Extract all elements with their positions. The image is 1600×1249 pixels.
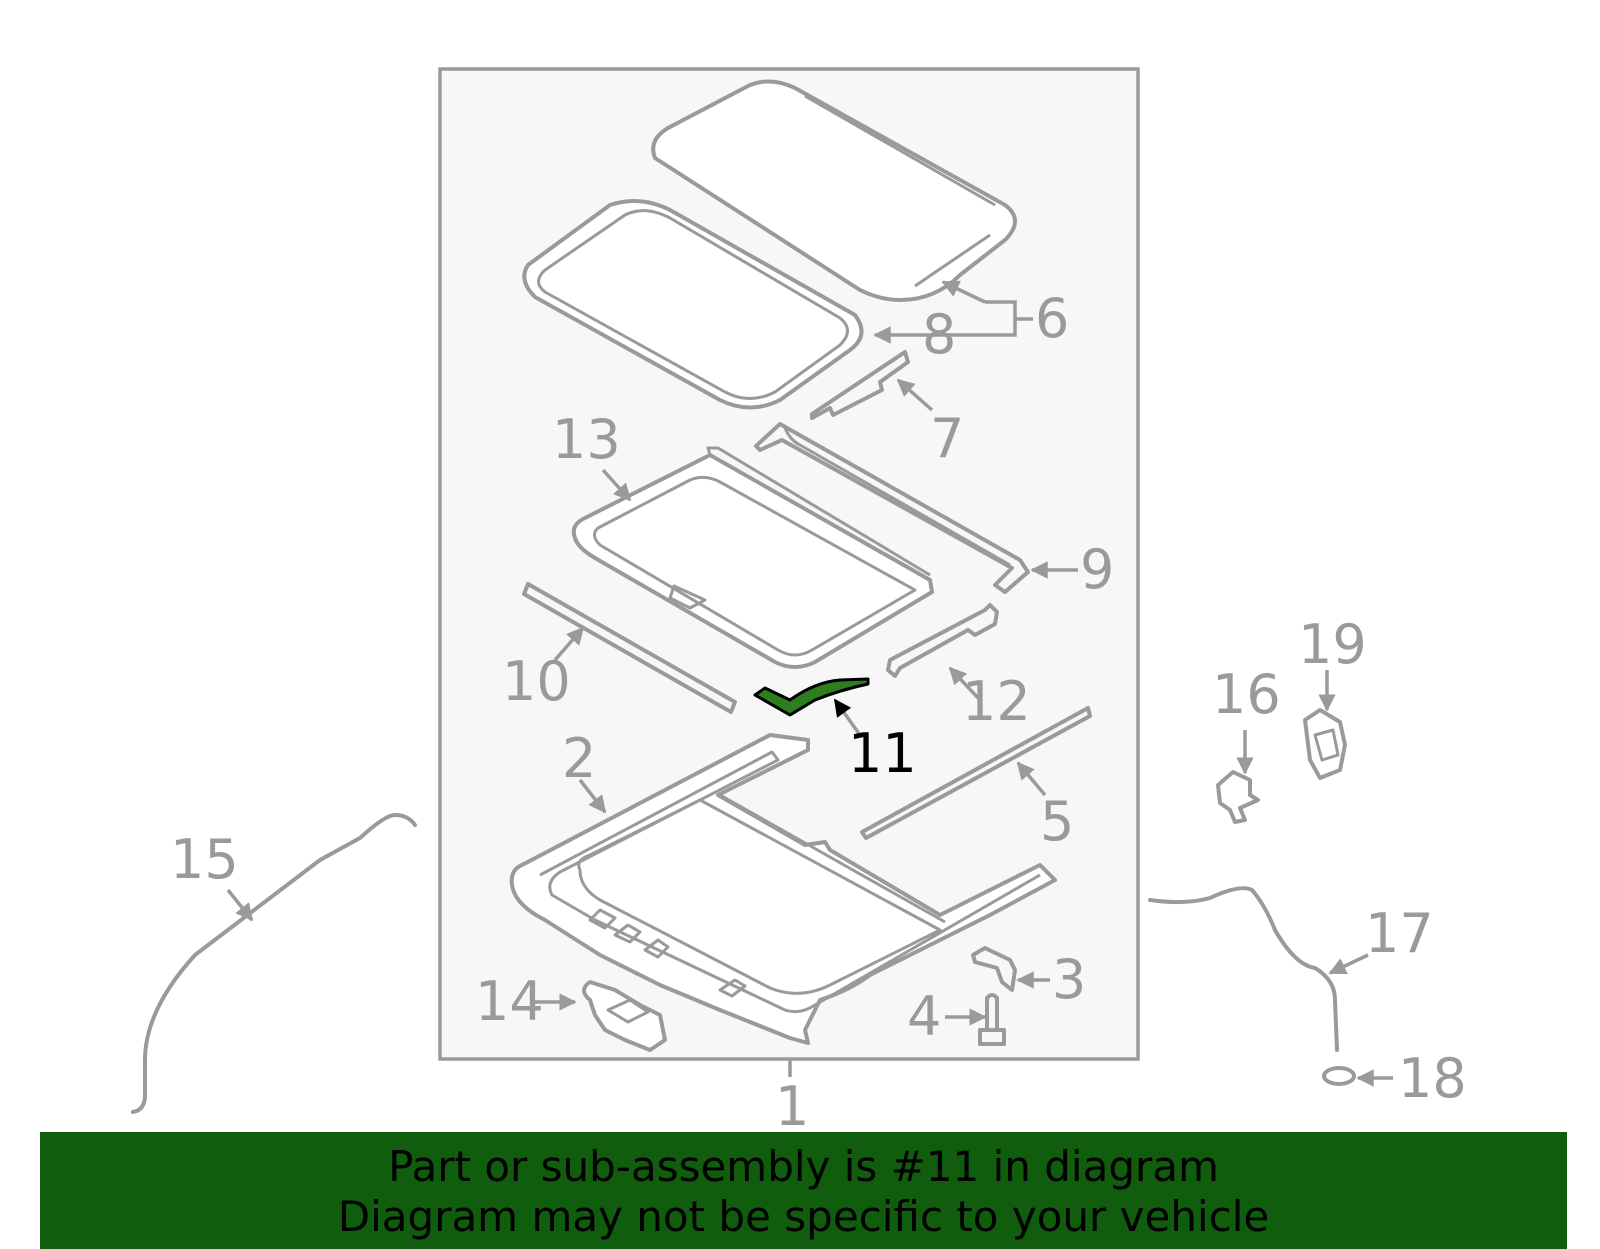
part-15-drain-hose[interactable] (131, 813, 417, 1114)
part-14-actuator[interactable] (582, 980, 667, 1052)
label-1: 1 (775, 1075, 809, 1138)
banner-line-1: Part or sub-assembly is #11 in diagram (388, 1142, 1219, 1191)
label-8: 8 (922, 303, 956, 366)
label-12: 12 (962, 670, 1031, 733)
part-18-grommet[interactable] (1322, 1066, 1356, 1086)
part-12-bracket[interactable] (886, 603, 999, 678)
label-6: 6 (1035, 287, 1069, 350)
part-4-bolt[interactable] (978, 993, 1006, 1046)
label-19: 19 (1298, 613, 1367, 676)
part-2-frame[interactable] (509, 733, 1057, 1045)
label-2: 2 (562, 727, 596, 790)
label-13: 13 (552, 408, 621, 471)
label-7: 7 (930, 407, 964, 470)
part-17-drain-hose[interactable] (1148, 886, 1339, 1052)
leader-lines (226, 280, 1393, 1087)
part-5-strip[interactable] (860, 706, 1092, 840)
part-13-glass-frame[interactable] (571, 446, 934, 669)
label-5: 5 (1040, 790, 1074, 853)
label-11: 11 (848, 722, 917, 785)
label-9: 9 (1080, 538, 1114, 601)
label-4: 4 (907, 985, 941, 1048)
part-9-deflector[interactable] (754, 422, 1030, 594)
part-3-clip[interactable] (971, 946, 1017, 992)
banner-line-2: Diagram may not be specific to your vehi… (337, 1192, 1270, 1241)
part-6-glass-panel[interactable] (651, 79, 1017, 302)
label-16: 16 (1212, 663, 1281, 726)
part-16-clip[interactable] (1216, 770, 1260, 824)
part-19-clip[interactable] (1303, 708, 1347, 780)
label-14: 14 (475, 970, 544, 1033)
part-7-bracket[interactable] (810, 350, 910, 420)
label-18: 18 (1398, 1047, 1467, 1110)
part-10-strip[interactable] (522, 582, 737, 714)
label-15: 15 (170, 828, 239, 891)
label-17: 17 (1365, 902, 1434, 965)
label-10: 10 (502, 650, 571, 713)
info-banner: Part or sub-assembly is #11 in diagram D… (40, 1132, 1567, 1249)
part-8-seal[interactable] (522, 199, 864, 410)
label-3: 3 (1052, 948, 1086, 1011)
part-11-highlighted[interactable] (753, 677, 870, 717)
